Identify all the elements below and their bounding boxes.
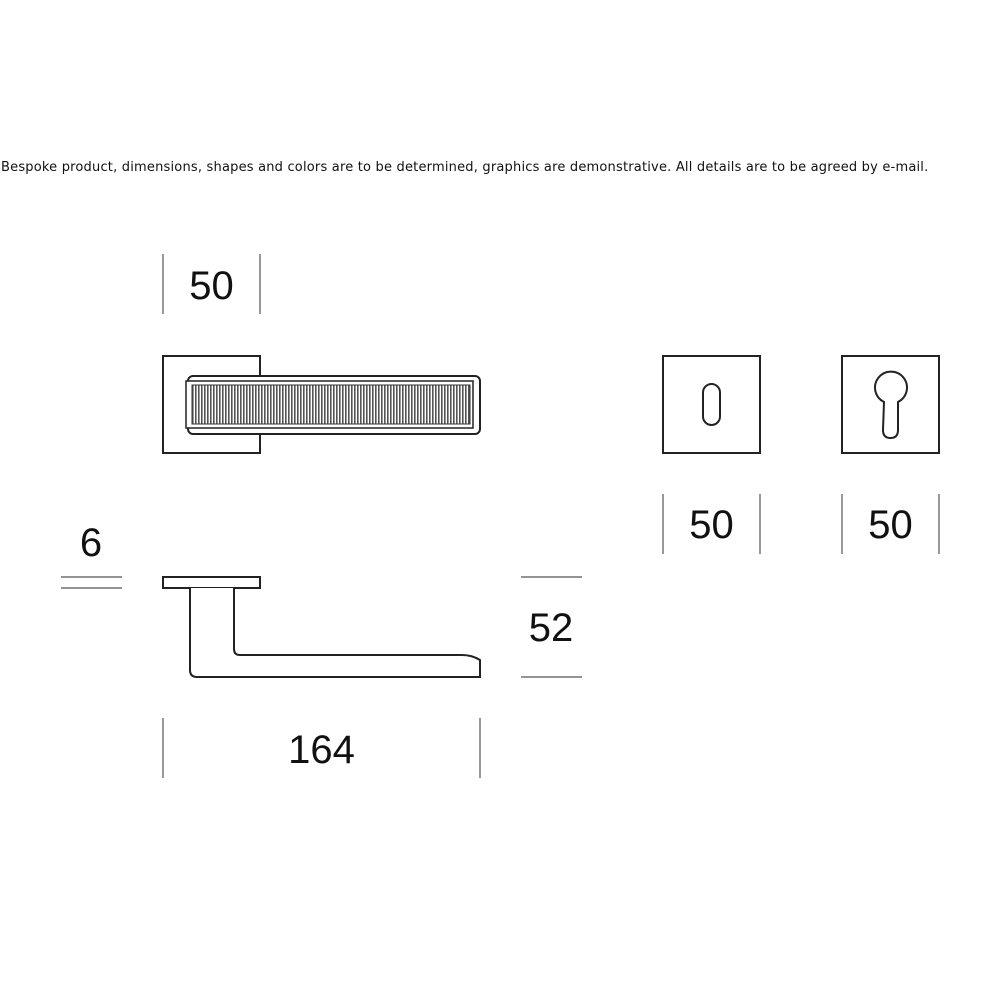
dimension-euro-rose-width: 50 [841,494,940,554]
dimension-keyhole-rose-width: 50 [662,494,761,554]
keyhole-slot [702,383,721,426]
dimension-handle-height: 52 [521,576,582,678]
disclaimer-text: Bespoke product, dimensions, shapes and … [1,160,929,175]
dimension-label-handle-length: 164 [288,728,355,772]
dimension-label-euro-rose-width: 50 [868,503,913,547]
keyhole-escutcheon [662,355,761,454]
dimension-label-handle-height: 52 [529,606,574,650]
handle-side-view [162,576,481,678]
dimension-rose-width: 50 [162,254,261,314]
rose-plate-side [162,576,261,589]
dimension-label-keyhole-rose-width: 50 [689,503,734,547]
dimension-label-rose-width: 50 [189,264,234,308]
dimension-plate-thickness: 6 [61,521,122,589]
dimension-label-plate-thickness: 6 [80,521,102,565]
euro-cylinder-hole [874,370,908,440]
lever-grip-ribs [191,384,471,425]
dimension-handle-length: 164 [162,718,481,778]
lever-profile [189,588,481,678]
euro-cylinder-escutcheon [841,355,940,454]
handle-top-view [162,355,481,454]
